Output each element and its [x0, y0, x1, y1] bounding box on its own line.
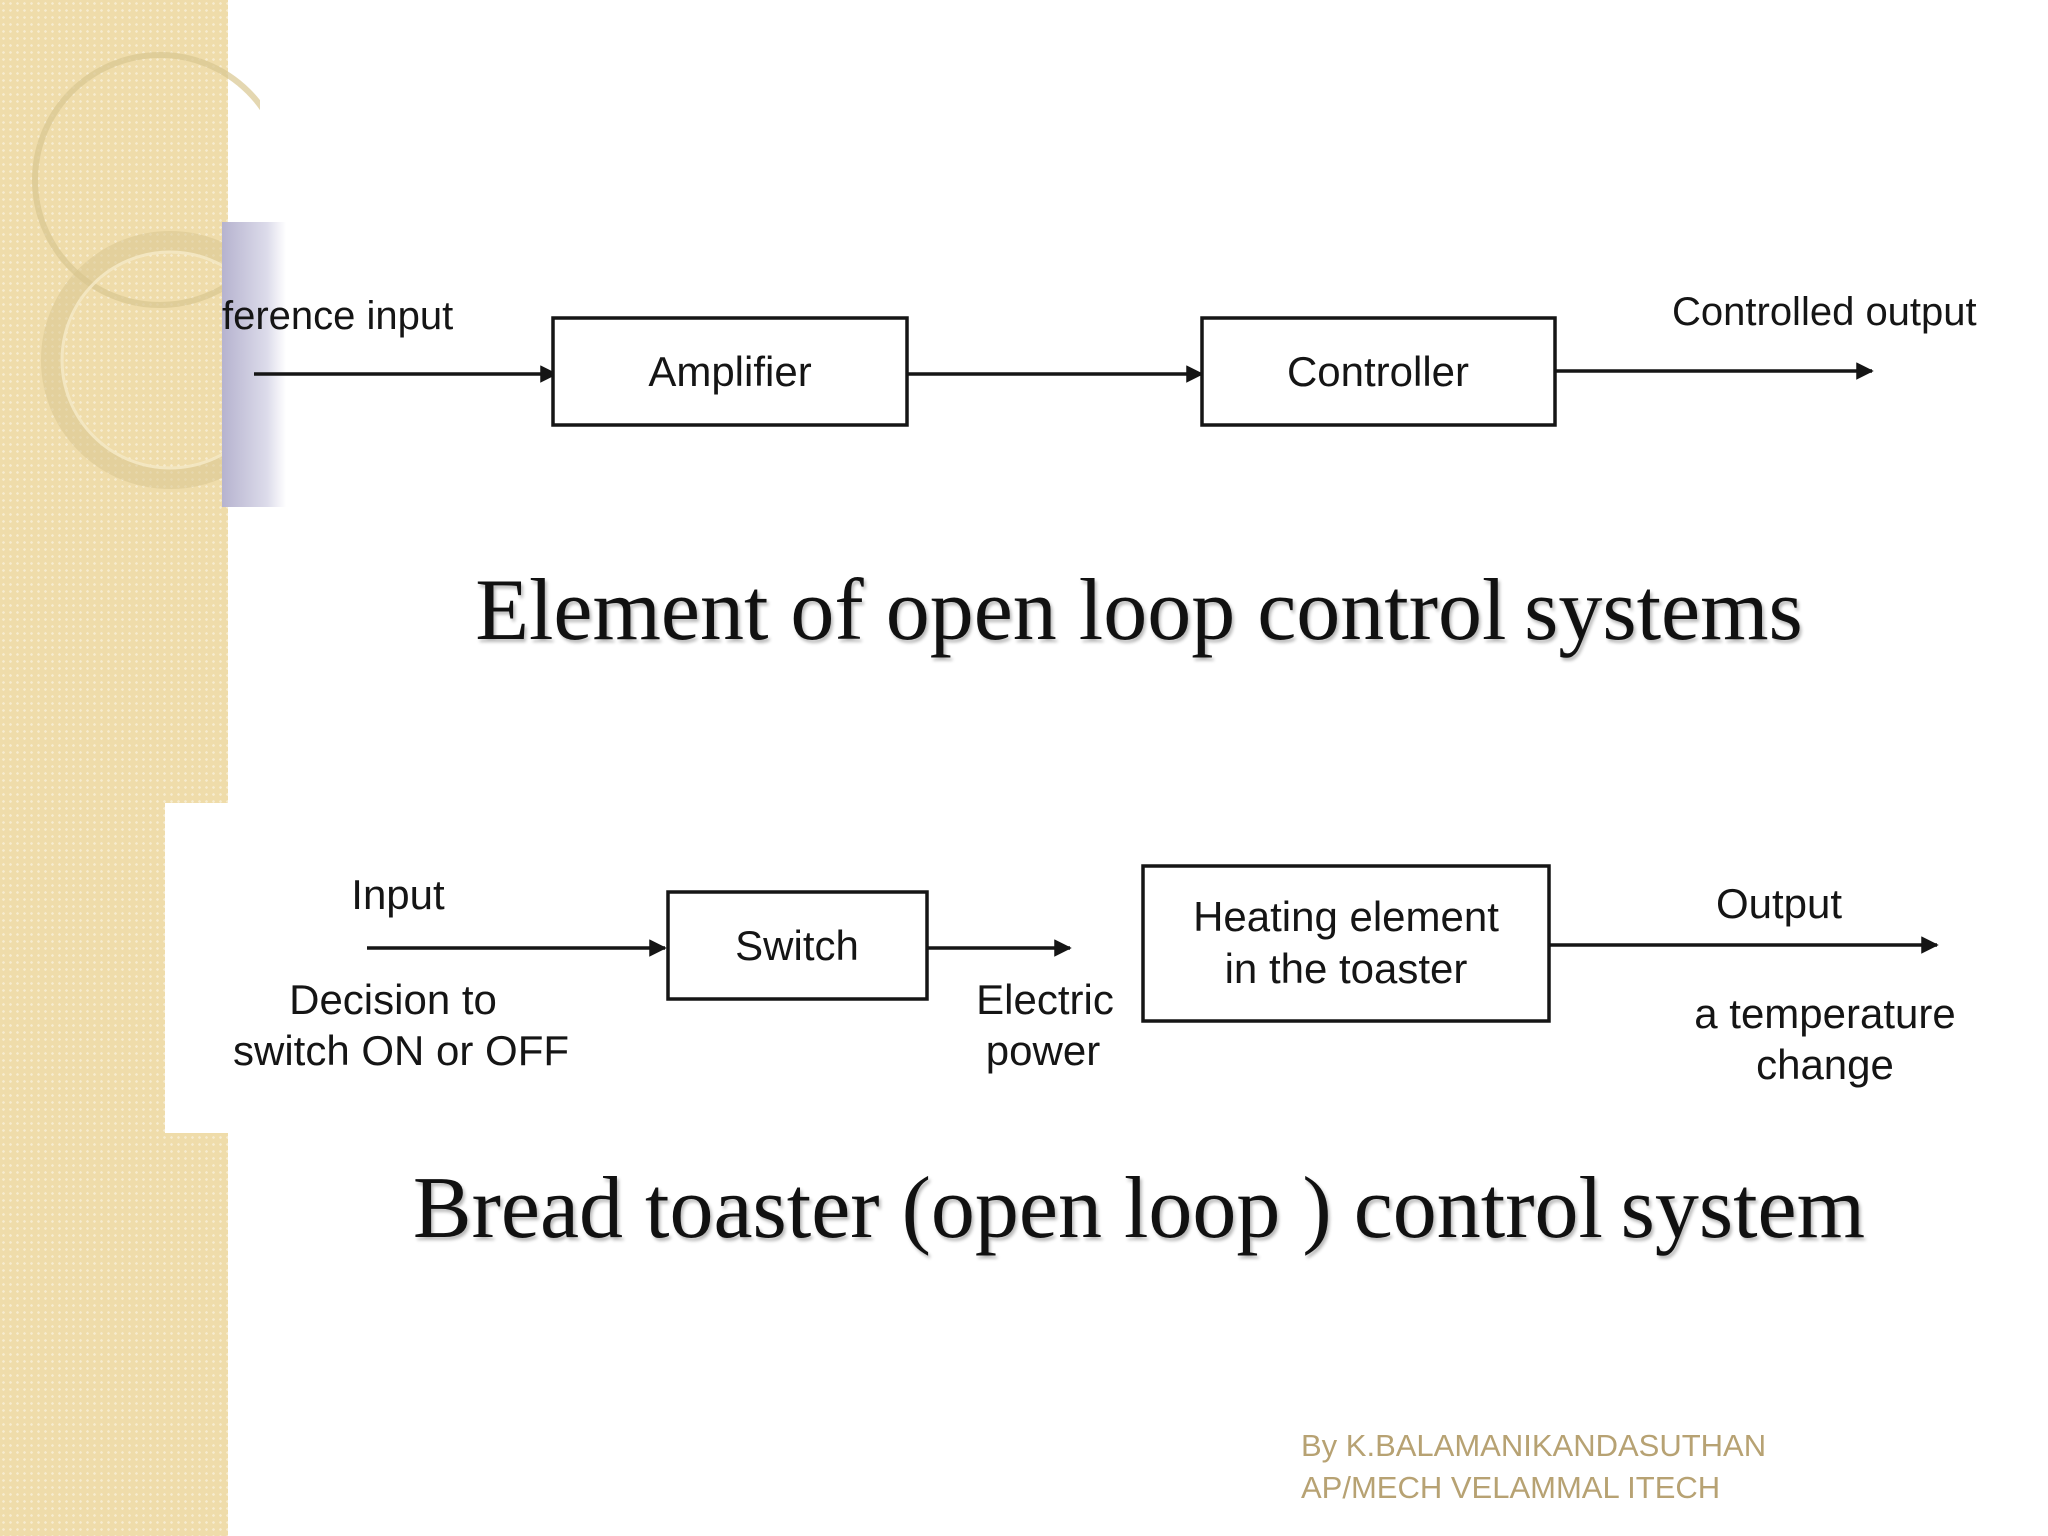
amplifier-block	[551, 316, 909, 427]
input-label: Input	[351, 871, 445, 918]
amplifier-label: Amplifier	[648, 348, 811, 395]
open-loop-caption: Element of open loop control systems	[475, 562, 1803, 659]
output-label: Output	[1716, 880, 1842, 927]
open-loop-block-diagram: ference input Amplifier Controller Contr…	[222, 290, 1977, 427]
heating-element-label-line2: in the toaster	[1225, 945, 1468, 992]
controller-label: Controller	[1287, 348, 1469, 395]
temperature-note-line2: change	[1756, 1041, 1894, 1088]
author-credit: By K.BALAMANIKANDASUTHAN AP/MECH VELAMMA…	[1301, 1425, 2021, 1509]
ring-inner	[41, 231, 260, 489]
ring-outer	[32, 52, 260, 308]
bread-toaster-diagram-panel: Input Decision to switch ON or OFF Switc…	[165, 803, 2048, 1133]
electric-power-line1: Electric	[976, 976, 1114, 1023]
open-loop-diagram-panel: ference input Amplifier Controller Contr…	[222, 222, 2048, 507]
author-credit-line2: AP/MECH VELAMMAL ITECH	[1301, 1470, 1721, 1505]
bread-toaster-block-diagram: Input Decision to switch ON or OFF Switc…	[233, 864, 1956, 1088]
scan-edge-shadow	[222, 222, 286, 507]
switch-block	[666, 890, 929, 1001]
temperature-note-line1: a temperature	[1694, 990, 1955, 1037]
ring-inner-highlight	[60, 250, 260, 470]
decision-note-line2: switch ON or OFF	[233, 1027, 569, 1074]
author-credit-line1: By K.BALAMANIKANDASUTHAN	[1301, 1428, 1767, 1463]
decorative-rings	[32, 52, 260, 489]
switch-label: Switch	[735, 922, 859, 969]
electric-power-line2: power	[986, 1027, 1100, 1074]
reference-input-label: ference input	[222, 294, 453, 338]
decision-note-line1: Decision to	[289, 976, 497, 1023]
bread-toaster-caption: Bread toaster (open loop ) control syste…	[412, 1160, 1866, 1257]
controlled-output-label: Controlled output	[1672, 290, 1977, 334]
heating-element-block	[1141, 864, 1551, 1023]
heating-element-label-line1: Heating element	[1193, 893, 1499, 940]
